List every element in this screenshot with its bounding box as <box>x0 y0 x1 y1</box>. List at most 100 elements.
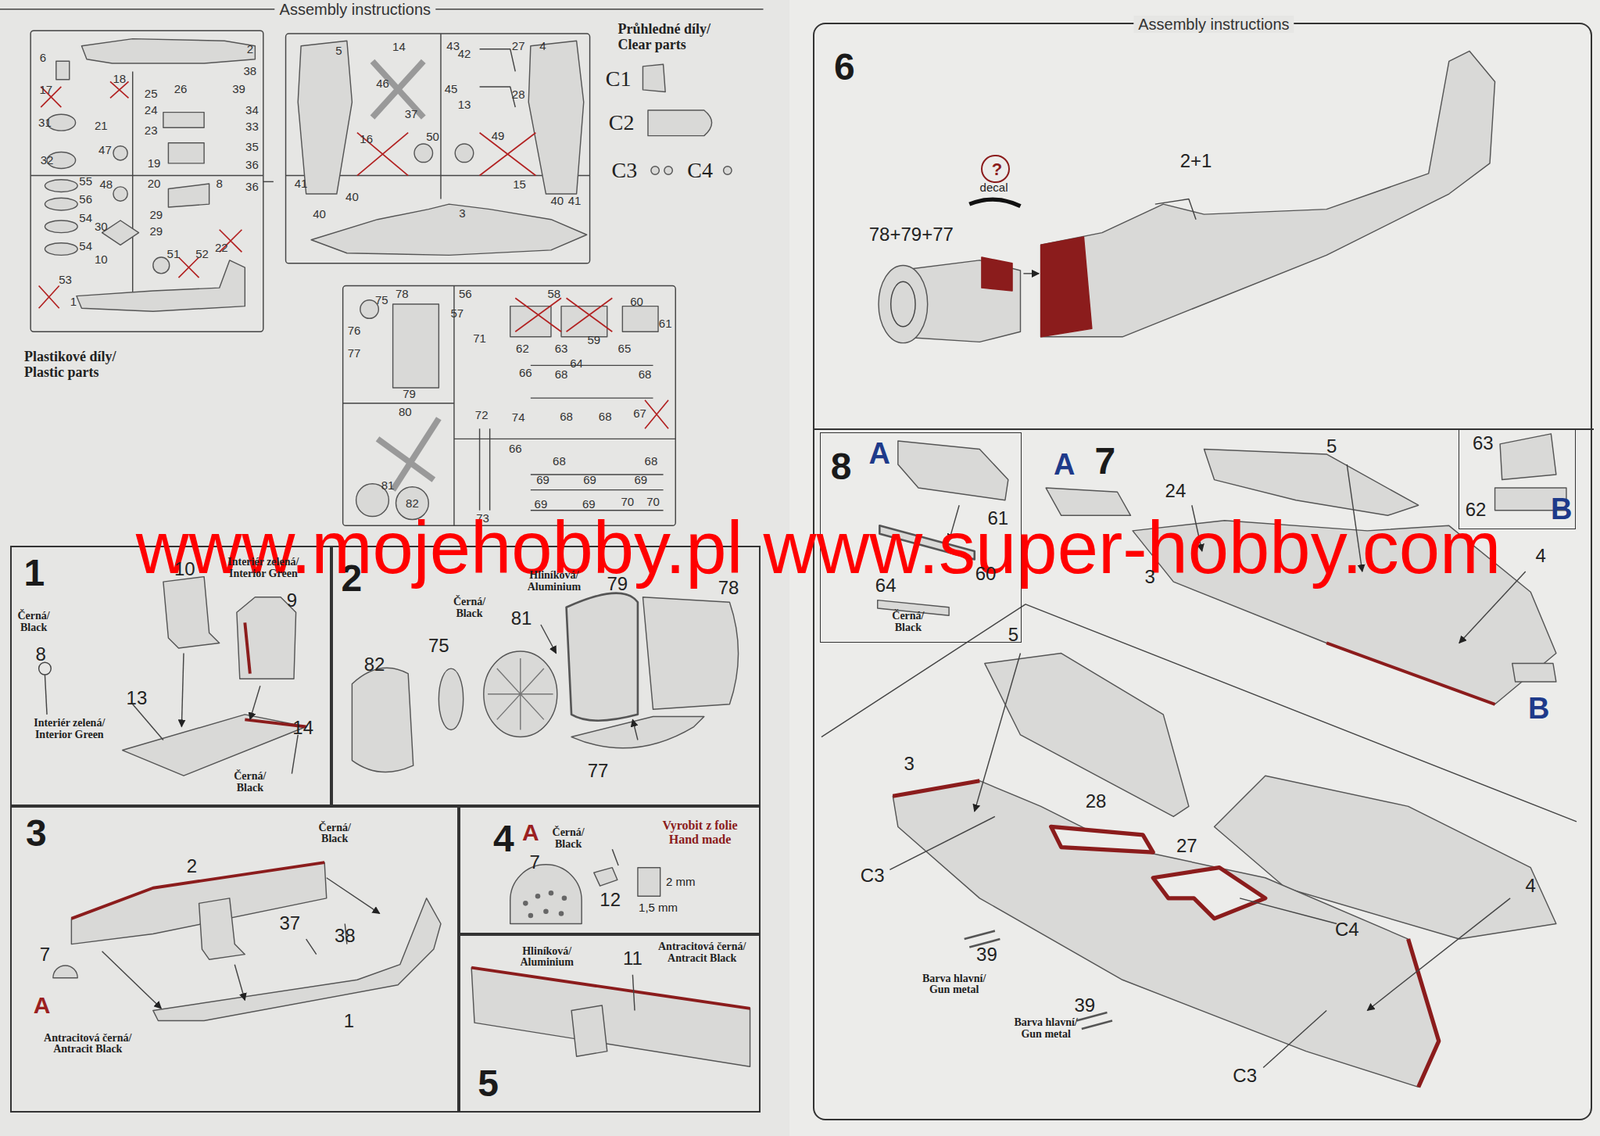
paint-note: Černá/ Black <box>314 822 355 845</box>
illustration-part <box>132 704 164 741</box>
illustration-part <box>132 71 133 306</box>
illustration-part <box>571 715 705 748</box>
illustration-part <box>612 848 619 866</box>
section-heading: Assembly instructions <box>275 0 436 18</box>
subassembly-letter: B <box>1550 493 1572 527</box>
dimension: decal <box>980 181 1009 195</box>
sprue-number: 64 <box>569 357 584 371</box>
part-number: 14 <box>292 717 314 738</box>
sprue-number: 54 <box>78 239 93 253</box>
illustration-part <box>558 910 565 917</box>
illustration-part <box>454 438 676 440</box>
sprue-number: 28 <box>511 88 526 102</box>
sprue-number: 30 <box>94 220 108 234</box>
illustration-part <box>1041 50 1496 337</box>
illustration-part <box>357 132 409 176</box>
sprue-number: 16 <box>359 132 373 146</box>
sprue-number: 41 <box>294 177 308 191</box>
illustration-part <box>1155 199 1196 220</box>
illustration-part <box>522 900 529 906</box>
sprue-number: 29 <box>149 225 163 239</box>
illustration-part <box>651 166 659 175</box>
sprue-number: 60 <box>629 295 644 309</box>
sprue-number: 6 <box>39 51 47 65</box>
sprue-number: 68 <box>554 368 569 382</box>
paint-note: Barva hlavní/ Gun metal <box>1006 1016 1085 1040</box>
sprue-number: 76 <box>347 324 362 338</box>
illustration-part <box>571 1005 608 1056</box>
illustration-part <box>30 175 264 176</box>
illustration-part <box>515 297 562 332</box>
step-panel: 3 <box>10 805 459 1113</box>
illustration-part <box>535 893 541 899</box>
part-number: 2+1 <box>1180 150 1213 172</box>
illustration-part <box>53 965 78 978</box>
illustration-part <box>263 181 274 183</box>
sprue-number: 13 <box>458 98 472 112</box>
illustration-part <box>30 30 264 332</box>
dimension: 1,5 mm <box>638 900 678 914</box>
illustration-part <box>113 146 128 161</box>
illustration-part <box>56 60 70 79</box>
illustration-part <box>878 264 928 343</box>
illustration-part <box>632 974 635 1011</box>
sprue-number: 36 <box>245 180 259 194</box>
part-number: 27 <box>1176 835 1198 856</box>
dimension: 2 mm <box>665 875 696 889</box>
part-number: 82 <box>364 654 386 675</box>
part-number: 78 <box>718 577 740 598</box>
paint-note: Interiér zelená/ Interior Green <box>220 556 307 580</box>
sprue-number: 57 <box>451 307 465 321</box>
illustration-part <box>889 816 995 870</box>
sprue-number: 58 <box>547 287 562 301</box>
illustration-part <box>510 864 582 924</box>
part-number: 78+79+77 <box>869 224 954 245</box>
part-number: 64 <box>875 575 897 596</box>
part-number: 12 <box>599 889 621 910</box>
sprue-number: 22 <box>214 241 229 255</box>
illustration-part <box>1152 867 1266 919</box>
illustration-part <box>984 653 1189 817</box>
illustration-part <box>39 81 669 429</box>
sprue-number: 38 <box>243 64 258 79</box>
illustration-part <box>898 440 1009 501</box>
sprue-number: 69 <box>583 472 597 487</box>
part-number: 8 <box>35 644 47 665</box>
sprue-number: 68 <box>552 454 566 469</box>
part-number: 10 <box>174 558 196 580</box>
step-number: 4 <box>493 817 515 860</box>
illustration-part <box>483 651 558 738</box>
sprue-number: 5 <box>335 44 342 58</box>
sprue-number: 26 <box>174 82 188 96</box>
illustration-part <box>39 662 52 675</box>
illustration-part <box>181 653 184 727</box>
sprue-number: 68 <box>644 454 659 469</box>
illustration-part <box>479 49 516 108</box>
illustration-part <box>44 243 78 256</box>
illustration-part <box>540 624 557 654</box>
parts-heading: Plastikové díly/ Plastic parts <box>24 350 150 382</box>
illustration-part <box>102 951 162 1009</box>
illustration-part <box>102 220 140 245</box>
part-number: 38 <box>334 925 356 946</box>
part-number: 77 <box>587 759 609 781</box>
part-number: 28 <box>1085 791 1107 812</box>
sprue-number: 51 <box>167 247 181 262</box>
sprue-number: 10 <box>94 252 108 266</box>
illustration-part <box>234 964 245 1001</box>
illustration-part <box>178 257 199 278</box>
sprue-number: 14 <box>392 40 406 54</box>
illustration-part <box>393 304 440 388</box>
sprue-number: 35 <box>245 140 259 154</box>
illustration-part <box>244 622 251 673</box>
sprue-number: 75 <box>375 293 389 308</box>
illustration-part <box>44 220 78 233</box>
illustration-part <box>723 166 732 175</box>
sprue-number: 68 <box>598 409 613 423</box>
part-number: 39 <box>1073 995 1096 1016</box>
sprue-number: 68 <box>638 368 652 382</box>
illustration-part <box>969 199 1021 207</box>
sprue-number: 54 <box>78 211 93 226</box>
illustration-part <box>644 400 669 430</box>
